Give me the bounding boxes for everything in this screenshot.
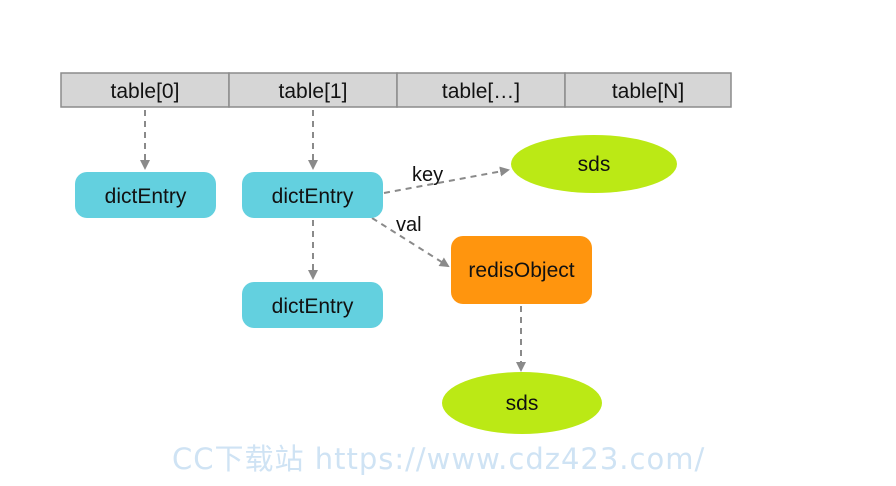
dict-entry-node-1: dictEntry xyxy=(242,172,383,218)
edge-key xyxy=(383,166,510,194)
table-cell-3-label: table[N] xyxy=(612,80,684,103)
value-sds-label: sds xyxy=(506,392,539,415)
table-cell-0 xyxy=(60,72,230,108)
dict-entry-node-1-label: dictEntry xyxy=(272,185,354,208)
val-edge-label: val xyxy=(396,214,422,236)
dict-entry-node-next-label: dictEntry xyxy=(272,295,354,318)
value-sds-node: sds xyxy=(442,372,602,434)
dict-entry-node-0: dictEntry xyxy=(75,172,216,218)
key-sds-label: sds xyxy=(578,153,611,176)
edges xyxy=(140,110,526,372)
table-cell-1-label: table[1] xyxy=(279,80,348,103)
watermark-text: CC下载站 https://www.cdz423.com/ xyxy=(172,442,706,476)
key-sds-node: sds xyxy=(511,135,677,193)
key-edge-label: key xyxy=(412,164,443,186)
edge-val xyxy=(371,217,450,268)
dict-entry-node-next: dictEntry xyxy=(242,282,383,328)
table-cell-3 xyxy=(564,72,732,108)
dict-entry-node-0-label: dictEntry xyxy=(105,185,187,208)
redis-object-node: redisObject xyxy=(451,236,592,304)
table-cell-2 xyxy=(396,72,566,108)
table-cell-0-label: table[0] xyxy=(111,80,180,103)
redis-object-label: redisObject xyxy=(468,259,574,282)
hash-table-array: table[0] table[1] table[…] table[N] xyxy=(60,72,732,108)
table-cell-1 xyxy=(228,72,398,108)
table-cell-2-label: table[…] xyxy=(442,80,520,103)
